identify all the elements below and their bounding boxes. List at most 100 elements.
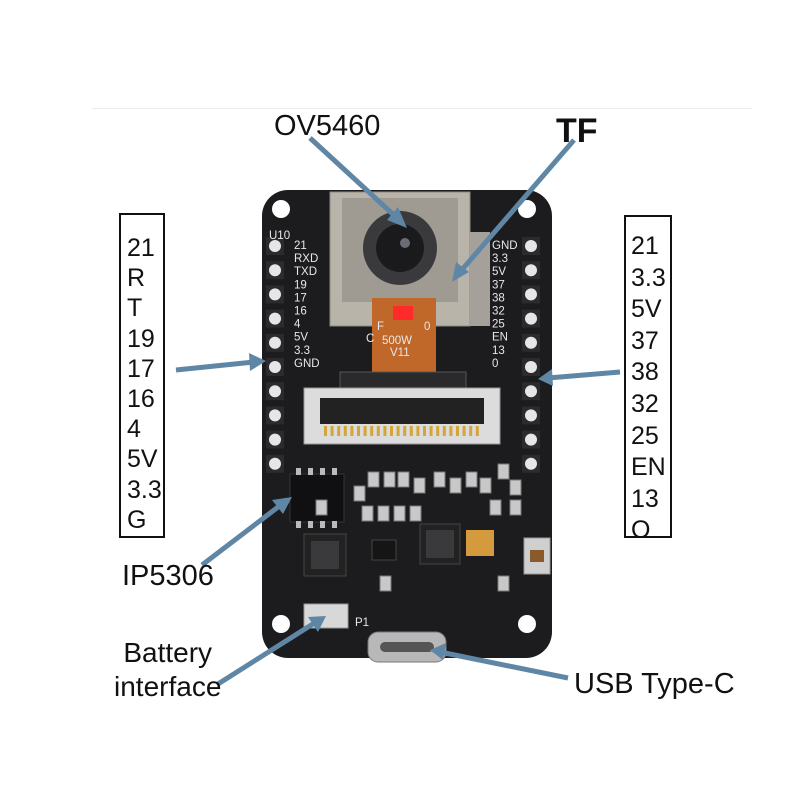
right-header-pins	[522, 237, 540, 473]
right-pin-hole	[525, 336, 537, 349]
right-pin-hole	[525, 385, 537, 398]
right-pin-label: EN	[631, 453, 666, 482]
smd-component	[497, 463, 510, 480]
tantalum-capacitor	[466, 530, 494, 556]
inductor-left-core	[311, 541, 339, 569]
right-pin-hole	[525, 457, 537, 470]
right-pin-label: 3.3	[631, 263, 666, 292]
fpc-pin	[416, 426, 420, 436]
right-pin-hole	[525, 288, 537, 301]
passive-components	[315, 463, 522, 592]
reset-button-cap	[530, 550, 544, 562]
fpc-pin	[423, 426, 426, 436]
smd-component	[361, 505, 374, 522]
smd-component	[413, 477, 426, 494]
arrow-battery	[216, 619, 318, 687]
fpc-slot	[320, 398, 484, 424]
inductor-right-core	[426, 530, 454, 558]
chip-leg	[320, 468, 325, 475]
left-pin-label: R	[127, 264, 146, 293]
right-pin-label: 38	[631, 358, 659, 387]
left-pin-label: 4	[127, 415, 141, 444]
left-pin-hole	[269, 264, 281, 277]
right-silk-label: 25	[492, 319, 505, 331]
left-pin-label: 17	[127, 354, 155, 383]
left-silk-label: 19	[294, 279, 307, 291]
left-pin-label: G	[127, 505, 147, 534]
fpc-pin	[343, 426, 347, 436]
fpc-pin	[370, 426, 374, 436]
right-silk-label: EN	[492, 332, 508, 344]
right-pin-hole	[525, 409, 537, 422]
camera-label: OV5460	[274, 110, 381, 142]
left-pin-label: 19	[127, 324, 155, 353]
silk-p1: P1	[355, 617, 369, 629]
fpc-pin	[324, 426, 327, 436]
right-silk-label: 37	[492, 279, 505, 291]
fpc-pin	[403, 426, 407, 436]
smd-component	[353, 485, 366, 502]
ribbon-text-4: V11	[390, 347, 410, 359]
right-silk-label: 32	[492, 306, 505, 318]
camera-pad	[393, 306, 413, 320]
chip-leg	[308, 521, 313, 528]
mount-hole-bl	[272, 615, 290, 633]
left-silk-label: RXD	[294, 253, 318, 265]
ribbon-text-2: 0	[424, 321, 430, 333]
left-header-pins	[266, 237, 284, 473]
arrow-usb	[439, 649, 569, 681]
right-silk-label: 5V	[492, 266, 506, 278]
left-pin-label: 5V	[127, 445, 158, 474]
chip-leg	[320, 521, 325, 528]
fpc-pin	[337, 426, 341, 436]
mount-hole-br	[518, 615, 536, 633]
ip5306-label: IP5306	[122, 560, 214, 592]
right-pin-label: 13	[631, 484, 659, 513]
right-silk-label: 38	[492, 292, 505, 304]
left-pin-label: 21	[127, 234, 155, 262]
left-silk-label: 16	[294, 306, 307, 318]
right-pin-hole	[525, 433, 537, 446]
right-silk-label: 13	[492, 345, 505, 357]
arrowhead-right-pins	[538, 369, 553, 386]
fpc-pin	[469, 426, 473, 436]
battery-label-line2: interface	[114, 671, 222, 702]
left-pin-hole	[269, 433, 281, 446]
arrowhead-camera	[387, 207, 407, 228]
smd-component	[479, 477, 492, 494]
right-pin-label: O	[631, 516, 651, 545]
smd-component	[509, 499, 522, 516]
ribbon-text-3: 500W	[382, 335, 412, 347]
mount-hole-tr	[518, 200, 536, 218]
camera-lens-glare	[400, 238, 410, 248]
fpc-pin	[350, 426, 354, 436]
left-pin-hole	[269, 288, 281, 301]
left-pin-label: T	[127, 294, 143, 323]
right-silk-label: 3.3	[492, 253, 508, 265]
arrowhead-tf	[452, 262, 469, 282]
smd-component	[315, 499, 328, 516]
left-pin-hole	[269, 409, 281, 422]
mount-hole-tl	[272, 200, 290, 218]
left-pin-hole	[269, 240, 281, 252]
fpc-pin	[456, 426, 459, 436]
right-pin-label: 5V	[631, 295, 662, 324]
silk-c: C	[366, 333, 374, 345]
smd-component	[509, 479, 522, 496]
right-pin-hole	[525, 264, 537, 277]
left-pin-label: 3.3	[127, 475, 162, 504]
fpc-pin	[330, 426, 334, 436]
right-pin-label: 25	[631, 421, 659, 450]
smd-component	[393, 505, 406, 522]
arrow-left-pins	[175, 359, 255, 373]
left-silk-label: TXD	[294, 266, 317, 278]
arrowhead-left-pins	[249, 353, 266, 371]
chip-leg	[332, 468, 337, 475]
tf-label: TF	[556, 112, 598, 150]
fpc-pin	[475, 426, 479, 436]
smd-component	[449, 477, 462, 494]
fpc-pin	[436, 426, 440, 436]
